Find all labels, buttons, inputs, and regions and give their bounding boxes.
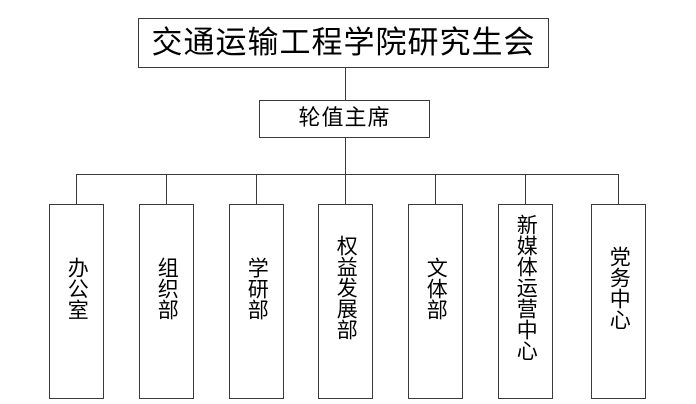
org-node-dept-2[interactable]: 组织部 [139,204,194,399]
org-node-dept-3[interactable]: 学研部 [229,204,284,399]
org-node-chair[interactable]: 轮值主席 [259,100,430,138]
connector-drop-4 [345,174,346,204]
org-node-dept-6[interactable]: 新媒体运营中心 [498,204,553,399]
connector-drop-1 [76,174,77,204]
org-node-dept-5-label: 文体部 [424,257,449,320]
connector-drop-2 [166,174,167,204]
org-node-dept-6-label: 新媒体运营中心 [514,214,539,361]
connector-drop-5 [435,174,436,204]
org-node-dept-3-label: 学研部 [245,257,270,320]
connector-drop-7 [618,174,619,204]
org-node-dept-5[interactable]: 文体部 [408,204,463,399]
connector-chair-to-bus [345,138,346,175]
org-node-dept-7-label: 党务中心 [607,246,632,330]
connector-drop-6 [525,174,526,204]
org-node-dept-1-label: 办公室 [65,257,90,320]
org-node-root[interactable]: 交通运输工程学院研究生会 [138,18,549,68]
org-node-root-label: 交通运输工程学院研究生会 [151,24,536,61]
connector-drop-3 [256,174,257,204]
org-node-chair-label: 轮值主席 [298,106,391,131]
connector-horizontal-bus [76,174,618,175]
org-node-dept-2-label: 组织部 [155,257,180,320]
org-node-dept-4-label: 权益发展部 [334,235,359,340]
connector-root-to-chair [345,67,346,100]
org-node-dept-7[interactable]: 党务中心 [591,204,646,399]
org-node-dept-1[interactable]: 办公室 [49,204,104,399]
org-node-dept-4[interactable]: 权益发展部 [318,204,373,399]
